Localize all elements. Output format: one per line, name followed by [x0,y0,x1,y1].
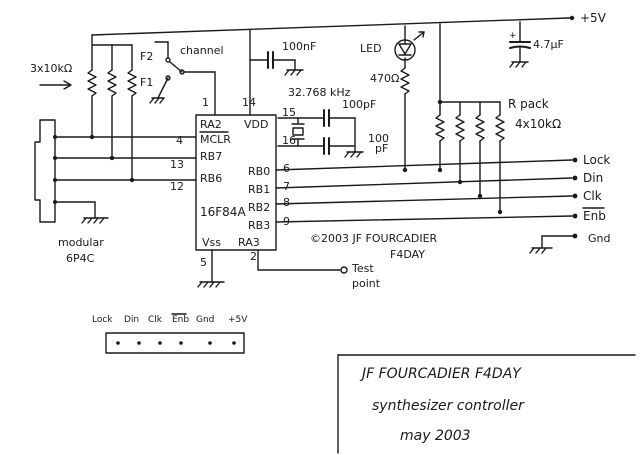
pin-vss: Vss [202,236,221,249]
c16-unit: pF [375,142,388,155]
mcu-part: 16F84A [200,205,246,219]
r-led-label: 470Ω [370,72,399,85]
capacitor-100nF: 100nF 14 [242,29,316,116]
header-label-gnd: Gnd [196,315,214,325]
pin-8: 8 [283,196,290,209]
mcu-chip: RA2 MCLR RB7 RB6 VDD RB0 RB1 RB2 RB3 16F… [170,114,290,269]
led-indicator: LED 470Ω [360,25,425,173]
test-point: Test point [257,249,381,290]
pin-6: 6 [283,162,290,175]
pin-15: 15 [282,106,296,119]
title-line-3: may 2003 [400,428,471,444]
title-line-1: JF FOURCADIER F4DAY [359,366,522,382]
test-point-label-1: Test [351,262,374,275]
copyright-text: ©2003 JF FOURCADIER [310,232,438,245]
c15-label: 100pF [342,98,376,111]
title-line-2: synthesizer controller [372,398,525,414]
channel-switch: channel F2 F1 1 [140,41,224,116]
vcc-rail: +5V [91,11,607,36]
pin-rb6: RB6 [200,172,222,185]
pin-2: 2 [250,250,257,263]
test-point-label-2: point [352,277,381,290]
signal-lock: Lock [583,153,610,167]
pin-rb1: RB1 [248,183,270,196]
pin-rb0: RB0 [248,165,270,178]
pin-12: 12 [170,180,184,193]
pin-16: 16 [282,134,296,147]
left-wires [53,134,197,224]
connector-label-2: 6P4C [66,252,95,265]
crystal-label: 32.768 kHz [288,86,351,99]
channel-label: channel [180,44,224,57]
modular-connector: modular 6P4C [34,119,104,265]
pin-rb2: RB2 [248,201,270,214]
header-label-clk: Clk [148,315,163,325]
header-label-lock: Lock [92,315,113,325]
vcc-label: +5V [580,11,607,25]
header-label-din: Din [124,315,139,325]
signal-clk: Clk [583,189,602,203]
header-label-vcc: +5V [228,315,248,325]
cap-4u7-label: 4.7µF [533,38,564,51]
pin-mclr: MCLR [200,133,231,146]
signal-din: Din [583,171,603,185]
resistor-pack: R pack 4x10kΩ [435,23,561,215]
callsign-text: F4DAY [390,248,425,261]
resistors-label: 3x10kΩ [30,62,72,75]
svg-text:+: + [509,31,517,41]
rpack-label: R pack [508,97,549,111]
pin-7: 7 [283,180,290,193]
pin-14: 14 [242,96,256,109]
pin-4: 4 [176,134,183,147]
pin-1: 1 [202,96,209,109]
crystal-oscillator: 32.768 kHz 15 16 100pF 100 pF [277,86,389,158]
cap-100nF-label: 100nF [282,40,316,53]
capacitor-4u7: + 4.7µF [509,21,564,68]
pin-5: 5 [200,256,207,269]
pin-ra2: RA2 [200,118,222,131]
vss-ground [197,249,225,288]
title-block: JF FOURCADIER F4DAY synthesizer controll… [337,354,636,454]
signal-enb: Enb [583,209,606,223]
pin-13: 13 [170,158,184,171]
pullup-resistors: 3x10kΩ [30,34,137,181]
led-label: LED [360,42,382,55]
rpack-value: 4x10kΩ [515,117,561,131]
f1-label: F1 [140,76,153,89]
connector-label-1: modular [58,236,104,249]
pin-vdd: VDD [244,118,268,131]
signal-gnd: Gnd [588,232,610,245]
pin-ra3: RA3 [238,236,260,249]
output-lines: Lock Din Clk Enb Gnd [275,153,610,254]
pin-rb3: RB3 [248,219,270,232]
header-connector: Lock Din Clk Enb Gnd +5V [92,313,248,354]
f2-label: F2 [140,50,153,63]
header-label-enb: Enb [172,315,189,325]
c16-label: 100 [368,132,389,145]
pin-rb7: RB7 [200,150,222,163]
